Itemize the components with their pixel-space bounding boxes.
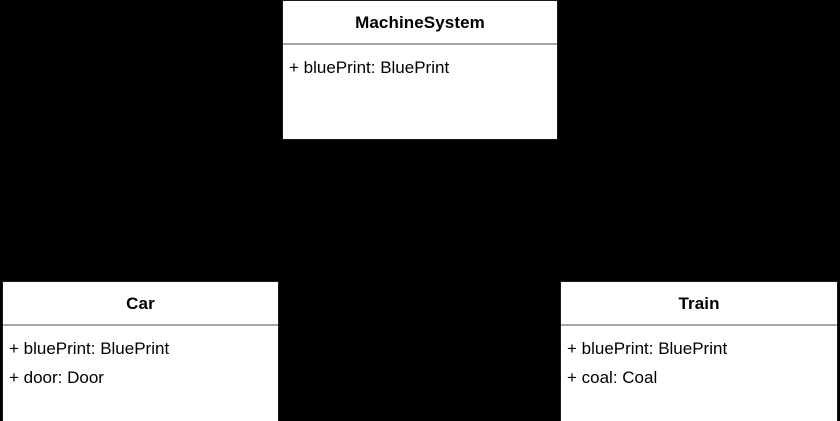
class-name-machinesystem: MachineSystem	[355, 12, 485, 32]
uml-class-train[interactable]: Train + bluePrint: BluePrint + coal: Coa…	[560, 281, 838, 421]
class-attribute: + coal: Coal	[567, 368, 658, 387]
class-title-compartment: Train	[561, 282, 837, 326]
class-name-train: Train	[678, 293, 720, 313]
class-attributes-compartment: + bluePrint: BluePrint + coal: Coal	[561, 326, 837, 421]
class-attribute: + bluePrint: BluePrint	[9, 339, 170, 358]
class-title-compartment: Car	[3, 282, 278, 326]
class-attributes-compartment: + bluePrint: BluePrint	[283, 45, 557, 139]
class-attributes-compartment: + bluePrint: BluePrint + door: Door	[3, 326, 278, 421]
class-attribute: + door: Door	[9, 368, 104, 387]
uml-class-machinesystem[interactable]: MachineSystem + bluePrint: BluePrint	[282, 0, 558, 140]
class-attribute: + bluePrint: BluePrint	[289, 58, 450, 77]
class-name-car: Car	[126, 293, 155, 313]
class-title-compartment: MachineSystem	[283, 1, 557, 45]
class-attribute: + bluePrint: BluePrint	[567, 339, 728, 358]
uml-class-car[interactable]: Car + bluePrint: BluePrint + door: Door	[2, 281, 279, 421]
